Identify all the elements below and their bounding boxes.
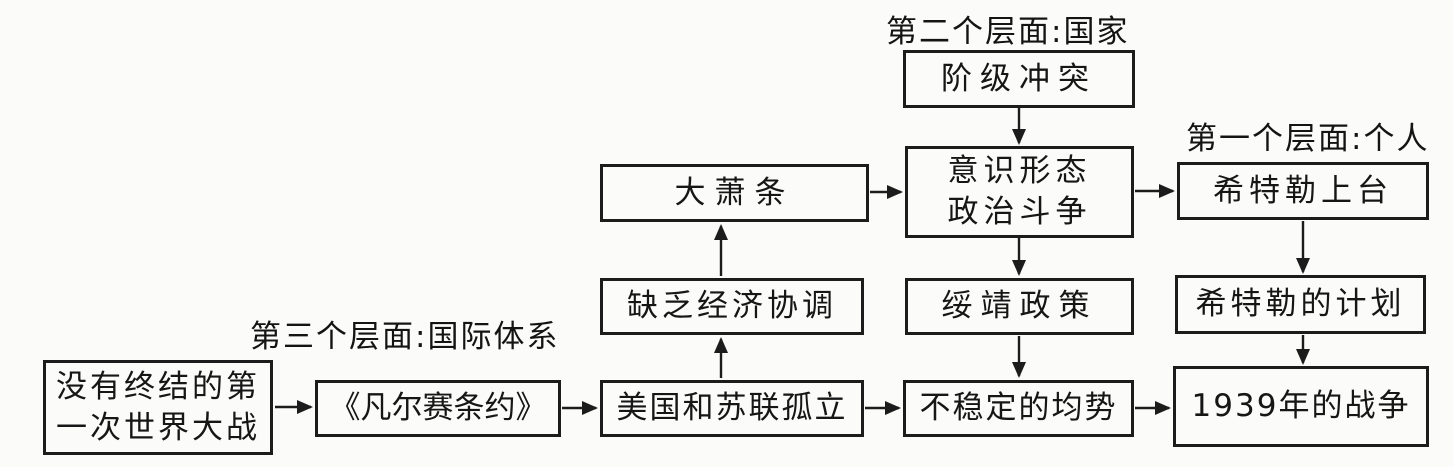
node-lack-economic-coordination: 缺乏经济协调	[600, 278, 864, 335]
node-text: 希特勒的计划	[1195, 286, 1406, 323]
node-unstable-balance: 不稳定的均势	[903, 380, 1134, 437]
node-text: 绥靖政策	[941, 288, 1098, 325]
node-text: 一次世界大战	[56, 409, 260, 446]
node-text: 《凡尔赛条约》	[329, 390, 547, 427]
node-text: 不稳定的均势	[919, 390, 1118, 427]
node-treaty-of-versailles: 《凡尔赛条约》	[315, 380, 561, 437]
node-war-of-1939: 1939年的战争	[1173, 366, 1429, 447]
node-text: 政治斗争	[947, 194, 1092, 230]
label-level-1-individual: 第一个层面:个人	[1186, 121, 1430, 157]
node-text: 大萧条	[674, 174, 795, 211]
node-class-conflict: 阶级冲突	[903, 50, 1135, 108]
node-text: 希特勒上台	[1213, 172, 1393, 209]
node-text: 缺乏经济协调	[627, 288, 837, 325]
label-level-3-international-system: 第三个层面:国际体系	[250, 319, 560, 355]
node-hitler-plan: 希特勒的计划	[1175, 275, 1426, 334]
node-text: 1939年的战争	[1191, 388, 1411, 425]
node-text: 意识形态	[947, 153, 1092, 190]
node-us-ussr-isolation: 美国和苏联孤立	[600, 380, 864, 437]
node-text: 没有终结的第	[56, 368, 260, 405]
label-level-2-state: 第二个层面:国家	[886, 14, 1130, 50]
node-great-depression: 大萧条	[600, 164, 869, 222]
node-text: 阶级冲突	[941, 60, 1097, 97]
node-text: 美国和苏联孤立	[616, 390, 848, 427]
node-unfinished-ww1: 没有终结的第 一次世界大战	[43, 360, 273, 455]
node-ideology-political-struggle: 意识形态 政治斗争	[905, 146, 1134, 238]
node-hitler-rise-to-power: 希特勒上台	[1177, 162, 1429, 220]
node-appeasement-policy: 绥靖政策	[905, 278, 1134, 335]
